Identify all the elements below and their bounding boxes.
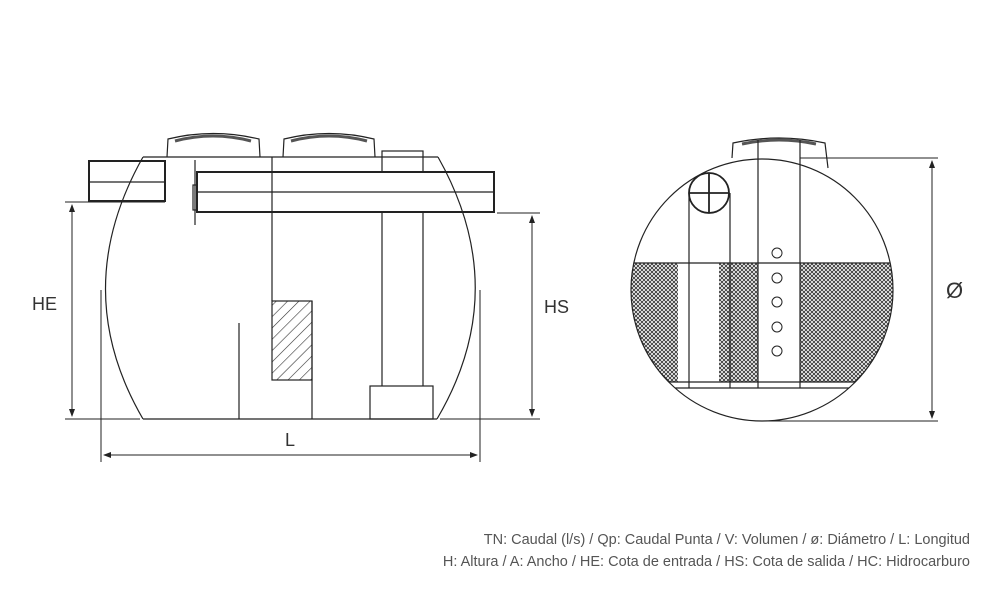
inlet-pipe <box>88 160 166 202</box>
diameter-label: Ø <box>946 278 963 303</box>
legend-line-1: TN: Caudal (l/s) / Qp: Caudal Punta / V:… <box>483 532 970 548</box>
side-view <box>88 132 495 420</box>
manhole-cover-1 <box>166 132 261 158</box>
float-base <box>369 385 434 420</box>
vent-box <box>381 150 424 173</box>
legend-line-2: H: Altura / A: Ancho / HE: Cota de entra… <box>442 554 970 570</box>
l-label: L <box>285 430 295 450</box>
end-view <box>630 137 894 422</box>
dimension-hs <box>440 212 540 420</box>
dimension-l <box>100 290 481 462</box>
manhole-cover-2 <box>282 132 376 158</box>
dimension-diameter <box>762 157 938 422</box>
end-manhole-cover <box>731 137 829 169</box>
liquid-hatching <box>631 262 893 389</box>
riser-holes <box>771 247 783 357</box>
coalescing-filter <box>271 300 313 381</box>
hs-label: HS <box>544 297 569 317</box>
he-label: HE <box>32 294 57 314</box>
inlet-pipe-section-icon <box>688 172 730 214</box>
dimension-he <box>65 201 165 420</box>
